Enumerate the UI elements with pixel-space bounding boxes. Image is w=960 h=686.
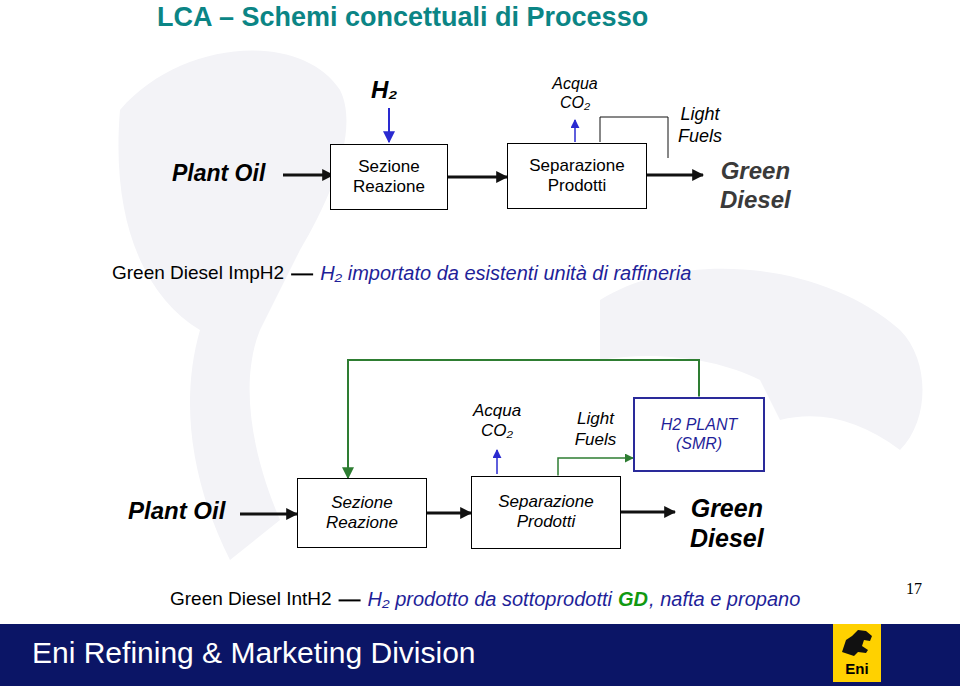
scenario-name: Green Diesel IntH2	[170, 588, 332, 611]
product-arrow	[618, 511, 675, 514]
node-label: H2 PLANT (SMR)	[651, 415, 747, 453]
page-number: 17	[906, 579, 922, 598]
input-label: Plant Oil	[172, 160, 265, 188]
eni-logo	[833, 624, 881, 682]
plant-box: H2 PLANT (SMR)	[633, 397, 765, 472]
product-label: Green Diesel	[690, 493, 764, 553]
feed-arrow	[240, 513, 297, 516]
node-label: Sezione Reazione	[306, 493, 418, 534]
slide-title: LCA – Schemi concettuali di Processo	[157, 2, 648, 33]
logo-square	[833, 624, 881, 682]
node-text-group: Separazione Prodotti	[516, 156, 638, 197]
byproduct-label: Light Fuels	[678, 104, 722, 147]
scenario-note: GD	[618, 587, 648, 611]
flow-arrow	[448, 176, 507, 179]
process-box: Sezione Reazione	[330, 144, 448, 210]
scenario-note: , nafta e propano	[649, 587, 800, 611]
edge-label: Light Fuels	[573, 409, 619, 450]
logo-text: Eni	[845, 660, 868, 678]
footer-text: Eni Refining & Marketing Division	[32, 635, 476, 671]
product-label: Green Diesel	[720, 157, 791, 215]
byproduct-arrow	[496, 450, 498, 474]
scenario-note: H₂ prodotto da sottoprodotti	[368, 587, 612, 611]
byproduct-label: Acqua CO₂	[473, 401, 521, 442]
byproduct-label: Acqua CO₂	[552, 74, 597, 112]
node-label: Sezione Reazione	[339, 157, 439, 198]
scenario-name: Green Diesel ImpH2	[112, 262, 284, 285]
byproduct-arrow	[574, 120, 576, 142]
flow-arrow	[427, 512, 471, 515]
dash-line	[339, 599, 361, 601]
node-text-group: Sezione Reazione	[339, 157, 439, 198]
logo-dog	[842, 630, 872, 656]
node-text-group: H2 PLANT (SMR)	[651, 415, 747, 453]
input-label: Plant Oil	[128, 497, 225, 526]
feed-arrow	[283, 174, 333, 177]
product-arrow	[643, 174, 703, 177]
hydrogen-arrow	[388, 108, 390, 142]
scenario-note: H₂ importato da esistenti unità di raffi…	[320, 261, 691, 285]
hydrogen-label: H₂	[371, 76, 397, 105]
dash-line	[291, 273, 313, 275]
node-text-group: Sezione Reazione	[306, 493, 418, 534]
node-text-group: Separazione Prodotti	[480, 492, 612, 533]
watermark	[118, 51, 922, 560]
flow-arrow	[558, 458, 633, 476]
process-box: Separazione Prodotti	[471, 476, 621, 549]
footer-band	[0, 624, 960, 686]
node-label: Separazione Prodotti	[516, 156, 638, 197]
node-label: Separazione Prodotti	[480, 492, 612, 533]
process-box: Sezione Reazione	[297, 478, 427, 548]
process-box: Separazione Prodotti	[507, 143, 647, 209]
